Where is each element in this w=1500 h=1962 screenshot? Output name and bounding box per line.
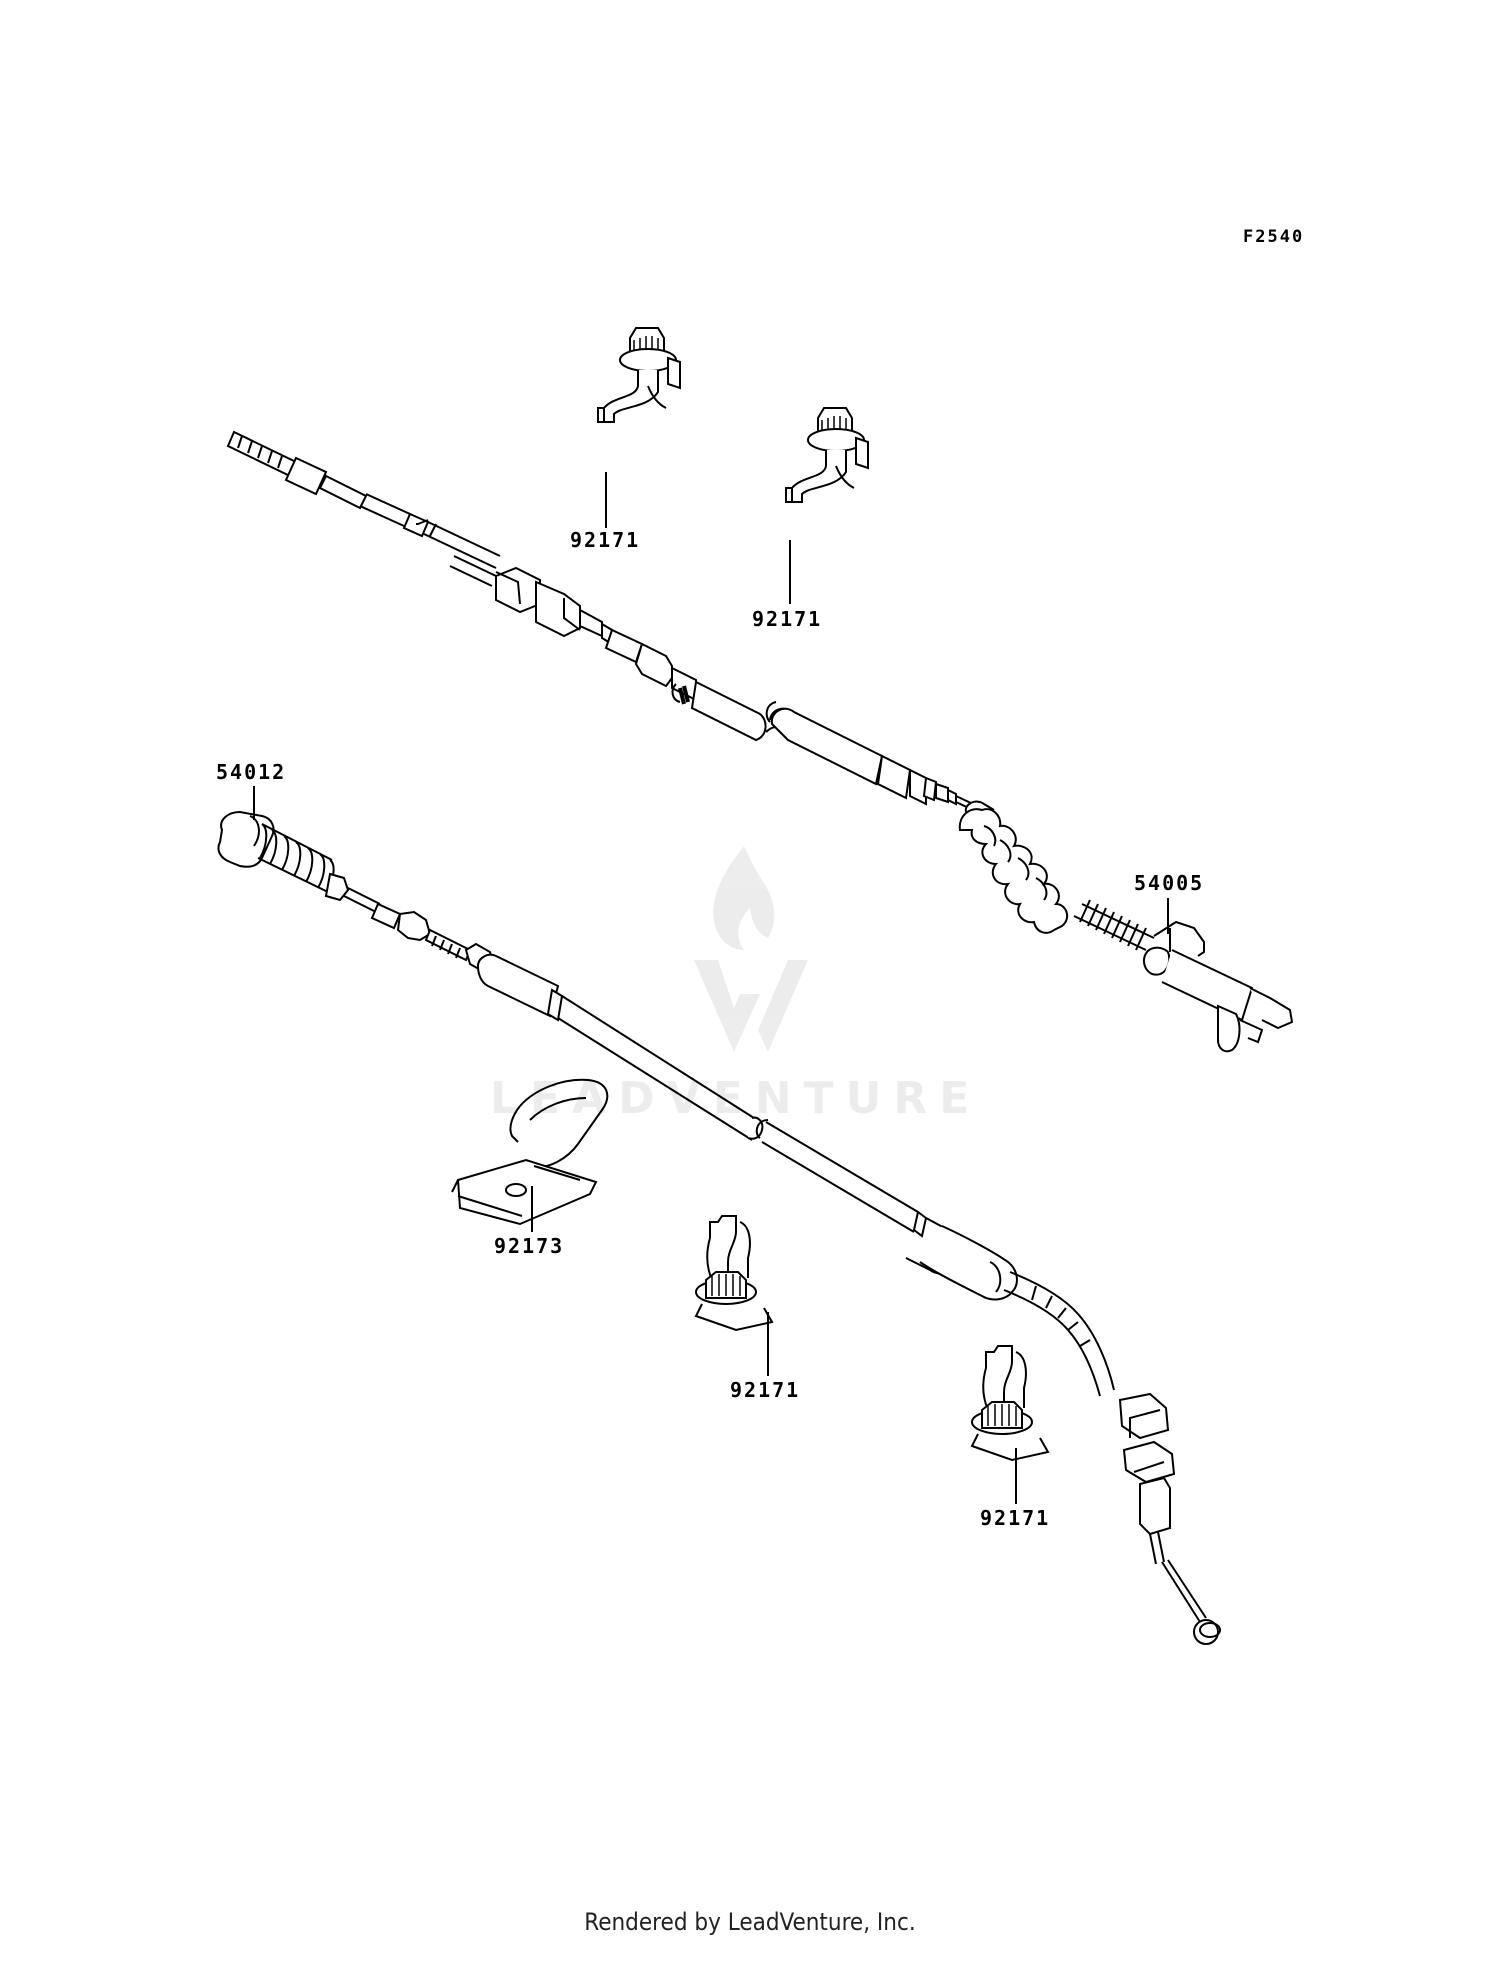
- part-label-clamp-lower-b[interactable]: 92171: [980, 1506, 1051, 1530]
- part-label-spring-end[interactable]: 54012: [216, 760, 287, 784]
- watermark-logo: [694, 846, 808, 1052]
- clip-upper-a-drawing: [597, 327, 681, 423]
- clip-upper-b-drawing: [785, 407, 869, 503]
- footer-credit: Rendered by LeadVenture, Inc.: [584, 1908, 916, 1936]
- band-clamp-drawing: [451, 1078, 609, 1226]
- lower-cable-drawing: [217, 810, 1221, 1645]
- part-label-clamp-upper-a[interactable]: 92171: [570, 528, 641, 552]
- clip-lower-b-drawing: [971, 1345, 1049, 1461]
- part-label-cable-upper[interactable]: 54005: [1134, 871, 1205, 895]
- part-label-clamp-upper-b[interactable]: 92171: [752, 607, 823, 631]
- part-label-clamp-lower-a[interactable]: 92171: [730, 1378, 801, 1402]
- part-label-clamp-band[interactable]: 92173: [494, 1234, 565, 1258]
- leader-lines: [253, 472, 1169, 1504]
- upper-cable-drawing: [226, 430, 1294, 1053]
- watermark-text: LEADVENTURE: [490, 1073, 982, 1124]
- clip-lower-a-drawing: [695, 1215, 773, 1331]
- figure-code: F2540: [1243, 227, 1305, 247]
